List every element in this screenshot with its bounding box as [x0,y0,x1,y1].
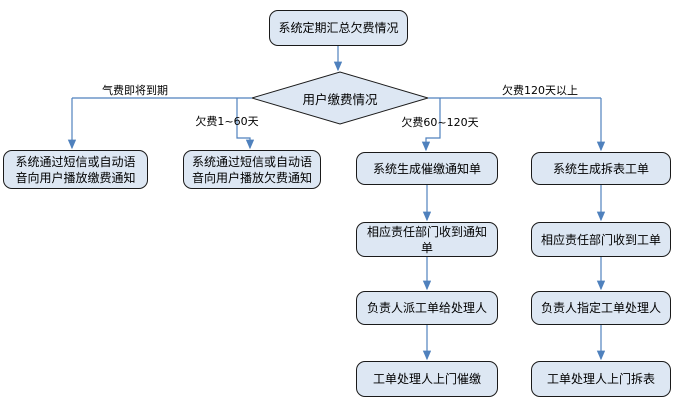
flow-node-leader-assigns-handler: 负责人指定工单处理人 [531,291,671,325]
flow-node-generate-meter-removal-order: 系统生成拆表工单 [531,152,671,185]
flow-node-generate-collection-notice: 系统生成催缴通知单 [356,152,498,185]
flow-node-start: 系统定期汇总欠费情况 [269,10,408,46]
branch-label-60-120-days: 欠费60~120天 [401,116,479,129]
arrow-branch3 [421,98,441,152]
branch-label-due-soon: 气费即将到期 [102,84,168,97]
flow-node-handler-door-collection: 工单处理人上门催缴 [356,361,498,397]
flow-node-sms-arrears-notice: 系统通过短信或自动语音向用户播放欠费通知 [183,150,321,189]
flow-node-leader-dispatches-order: 负责人派工单给处理人 [356,291,498,325]
flow-node-dept-receives-notice: 相应责任部门收到通知单 [356,222,498,257]
flow-node-sms-payment-notice: 系统通过短信或自动语音向用户播放缴费通知 [3,150,148,189]
branch-label-1-60-days: 欠费1~60天 [195,115,259,128]
flow-node-dept-receives-order: 相应责任部门收到工单 [531,222,671,257]
arrow-branch2 [236,98,255,150]
flow-node-handler-door-meter-removal: 工单处理人上门拆表 [531,361,671,397]
branch-label-over-120-days: 欠费120天以上 [502,84,578,97]
